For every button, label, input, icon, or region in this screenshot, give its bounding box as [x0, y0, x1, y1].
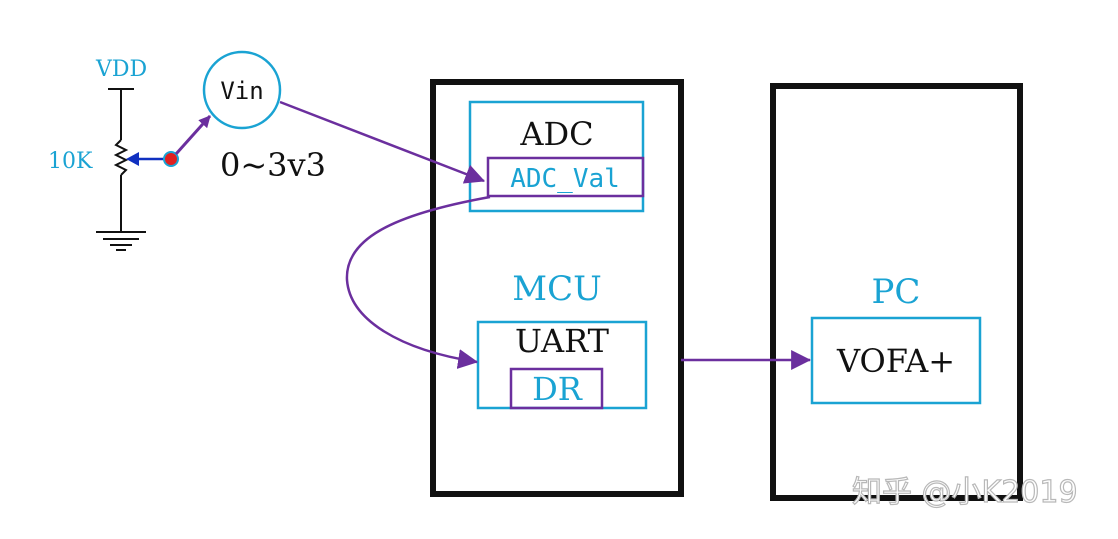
vin-circle [202, 50, 282, 130]
pc-block: PC VOFA+ [770, 83, 1023, 501]
mcu-title: MCU [512, 269, 601, 309]
mcu-block: ADC ADC_Val MCU UART DR [430, 79, 684, 497]
vin-label: Vin [220, 77, 263, 105]
ground-icon [96, 231, 146, 251]
watermark: 知乎 @小K2019 [852, 475, 1078, 510]
adc-to-uart-arrow [345, 195, 491, 369]
resistor-zigzag [113, 139, 129, 176]
vin-to-adc-arrow [279, 100, 486, 184]
wiper-node [163, 151, 179, 167]
voltage-range-label: 0~3v3 [220, 146, 326, 184]
potentiometer-circuit: VDD 10K Vin 0~3v3 [48, 50, 326, 251]
dr-label: DR [532, 370, 583, 408]
adc-title: ADC [519, 115, 593, 153]
adc-box [468, 100, 645, 213]
uart-title: UART [515, 322, 610, 360]
vdd-label: VDD [95, 57, 147, 82]
pc-border [770, 83, 1023, 501]
wiper-arrow-icon [126, 152, 168, 166]
mcu-border [430, 79, 684, 497]
vofa-box [810, 316, 982, 405]
resistor-label: 10K [48, 149, 93, 174]
dr-register [509, 367, 604, 410]
adc-val-register [486, 156, 645, 198]
wiper-to-vin-arrow [174, 114, 212, 156]
vofa-label: VOFA+ [836, 342, 955, 380]
pc-title: PC [872, 272, 921, 312]
adc-val-label: ADC_Val [510, 164, 620, 194]
